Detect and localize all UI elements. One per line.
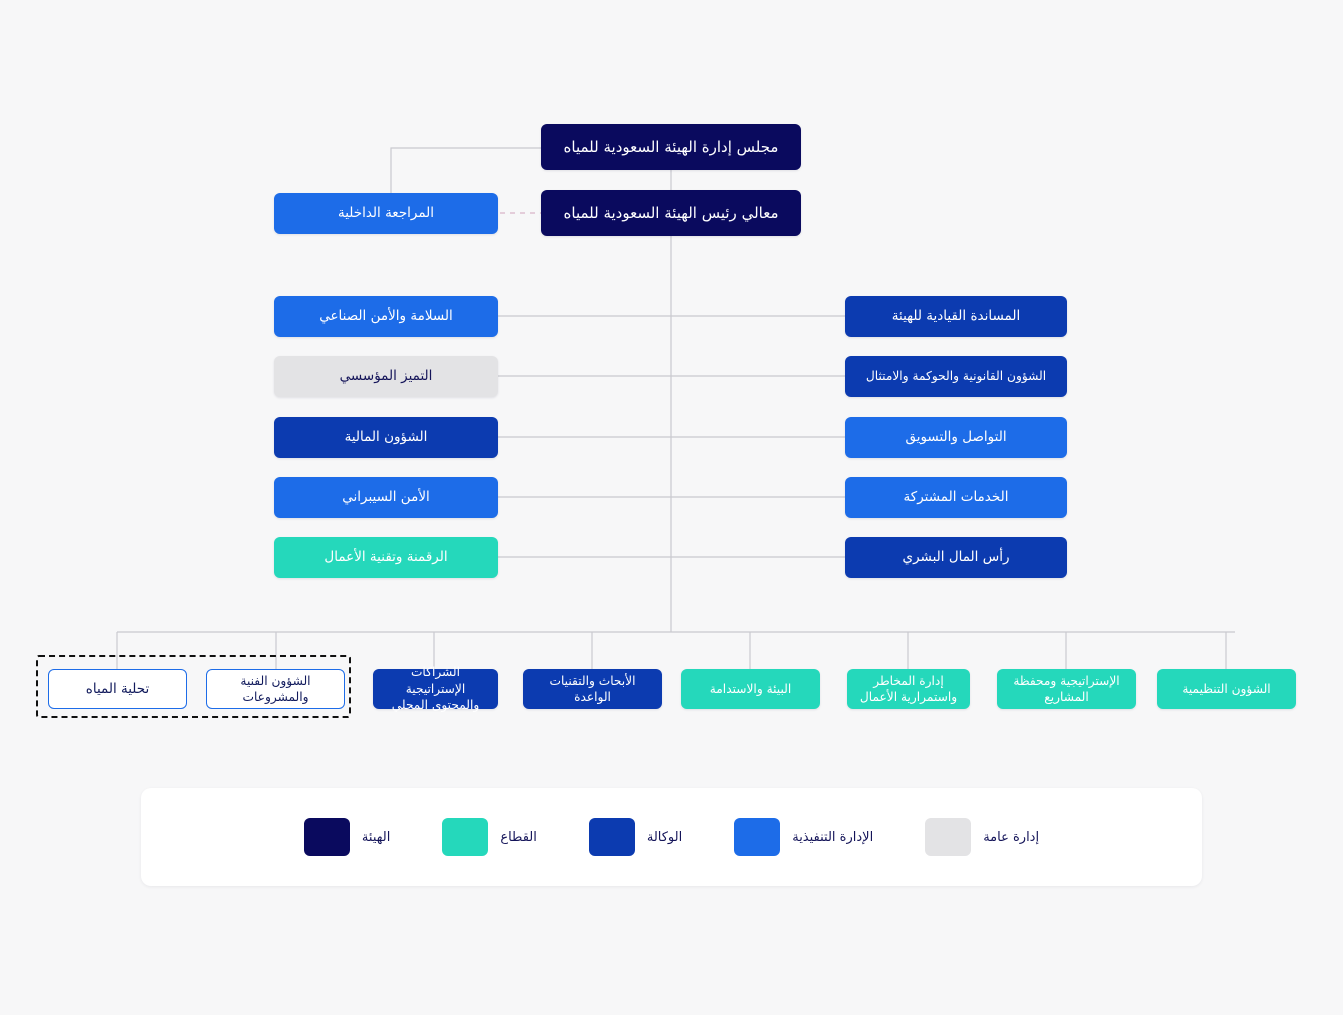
node-label: تحلية المياه (85, 680, 150, 697)
node-president[interactable]: معالي رئيس الهيئة السعودية للمياه (541, 190, 801, 236)
legend-label: القطاع (500, 829, 537, 845)
node-cybersecurity[interactable]: الأمن السيبراني (274, 477, 498, 518)
legend-swatch-authority (303, 818, 350, 856)
node-label: الشراكات الإستراتيجية والمحتوى المحلي (391, 665, 480, 713)
node-shared-services[interactable]: الخدمات المشتركة (845, 477, 1067, 518)
node-human-capital[interactable]: رأس المال البشري (845, 537, 1067, 578)
node-digitization-business-technology[interactable]: الرقمنة وتقنية الأعمال (274, 537, 498, 578)
node-leadership-support[interactable]: المساندة القيادية للهيئة (845, 296, 1067, 337)
legend-label: إدارة عامة (983, 829, 1040, 845)
legend-swatch-executive-administration (734, 818, 781, 856)
node-label: الشؤون المالية (344, 429, 428, 446)
legend: إدارة عامة الإدارة التنفيذية الوكالة الق… (141, 788, 1202, 886)
legend-label: الإدارة التنفيذية (792, 829, 874, 845)
node-board-of-directors[interactable]: مجلس إدارة الهيئة السعودية للمياه (541, 124, 801, 170)
node-industrial-safety-security[interactable]: السلامة والأمن الصناعي (274, 296, 498, 337)
node-label: السلامة والأمن الصناعي (319, 308, 453, 325)
node-environment-sustainability[interactable]: البيئة والاستدامة (681, 669, 820, 709)
node-label: مجلس إدارة الهيئة السعودية للمياه (563, 137, 779, 156)
node-label: المراجعة الداخلية (337, 205, 435, 222)
legend-swatch-sector (442, 818, 489, 856)
node-label: التواصل والتسويق (905, 429, 1007, 446)
legend-item-authority: الهيئة (303, 818, 391, 856)
node-label: الشؤون الفنية والمشروعات (240, 673, 311, 704)
legend-item-sector: القطاع (442, 818, 537, 856)
node-label: الرقمنة وتقنية الأعمال (324, 549, 448, 566)
node-water-desalination[interactable]: تحلية المياه (48, 669, 187, 709)
node-label: الإستراتيجية ومحفظة المشاريع (1013, 673, 1120, 704)
node-technical-affairs-projects[interactable]: الشؤون الفنية والمشروعات (206, 669, 345, 709)
dashed-group-water-desalination-cluster (36, 655, 351, 718)
legend-swatch-agency (588, 818, 635, 856)
legend-label: الهيئة (361, 829, 391, 845)
node-label: إدارة المخاطر واستمرارية الأعمال (859, 673, 958, 704)
node-communication-marketing[interactable]: التواصل والتسويق (845, 417, 1067, 458)
node-label: الشؤون التنظيمية (1182, 681, 1271, 696)
legend-item-executive-administration: الإدارة التنفيذية (734, 818, 873, 856)
legend-swatch-general-administration (925, 818, 972, 856)
node-label: الشؤون القانونية والحوكمة والامتثال (865, 369, 1047, 384)
node-label: المساندة القيادية للهيئة (891, 308, 1021, 325)
node-research-emerging-technologies[interactable]: الأبحاث والتقنيات الواعدة (523, 669, 662, 709)
node-strategic-partnerships-local-content[interactable]: الشراكات الإستراتيجية والمحتوى المحلي (373, 665, 498, 712)
node-internal-audit[interactable]: المراجعة الداخلية (274, 193, 498, 234)
legend-item-general-administration: إدارة عامة (925, 818, 1039, 856)
node-institutional-excellence[interactable]: التميز المؤسسي (274, 356, 498, 397)
node-label: التميز المؤسسي (339, 368, 433, 385)
node-legal-governance-compliance[interactable]: الشؤون القانونية والحوكمة والامتثال (845, 356, 1067, 397)
node-strategy-project-portfolio[interactable]: الإستراتيجية ومحفظة المشاريع (997, 669, 1136, 709)
legend-label: الوكالة (646, 829, 683, 845)
node-financial-affairs[interactable]: الشؤون المالية (274, 417, 498, 458)
legend-item-agency: الوكالة (588, 818, 683, 856)
node-label: الخدمات المشتركة (903, 489, 1009, 506)
node-label: رأس المال البشري (902, 549, 1010, 566)
node-label: البيئة والاستدامة (709, 681, 792, 696)
node-label: الأبحاث والتقنيات الواعدة (549, 673, 636, 704)
node-label: الأمن السيبراني (342, 489, 430, 506)
node-regulatory-affairs[interactable]: الشؤون التنظيمية (1157, 669, 1296, 709)
node-label: معالي رئيس الهيئة السعودية للمياه (563, 203, 779, 222)
node-risk-management-business-continuity[interactable]: إدارة المخاطر واستمرارية الأعمال (847, 669, 970, 709)
